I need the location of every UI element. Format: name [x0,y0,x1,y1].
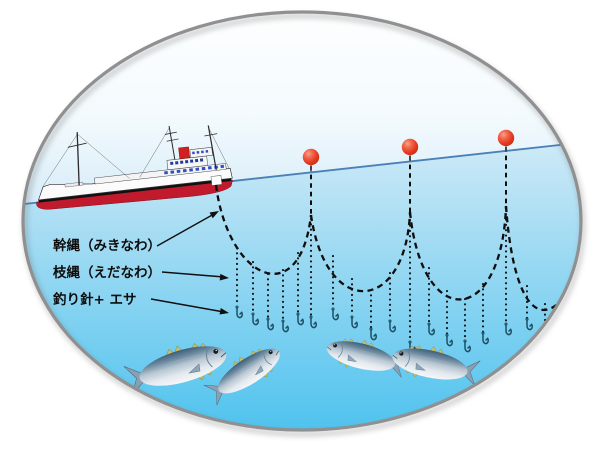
annotations: 幹縄（みきなわ） 枝縄（えだなわ） 釣り針+ エサ [52,211,229,315]
fishing-vessel [36,125,233,210]
arrow-to-branch-line [161,271,229,281]
vessel-deckhouse [94,163,227,185]
branch-line-with-hook [463,297,472,353]
label-main-line: 幹縄（みきなわ） [53,237,161,254]
oval-border [21,10,583,432]
vessel-bridge-windows [170,158,205,166]
branch-line-with-hook [309,217,318,329]
branch-line-with-hook [369,288,378,341]
vessel-masts [67,125,218,186]
vessel-hull-red [36,179,233,210]
branch-line-with-hook [408,213,417,354]
buoy-float-icon [497,129,515,147]
fish-hook-icon [560,323,569,337]
label-branch-line: 枝縄（えだなわ） [52,264,161,281]
arrow-to-main-line [156,211,219,247]
vessel-cabin-windows [192,149,211,155]
fish-hook-icon [543,327,552,341]
buoy-droplines [310,147,507,215]
branch-line-with-hook [504,207,513,336]
branch-line-with-hook [427,266,436,336]
branch-line-with-hook [350,277,359,329]
branch-line-with-hook [445,289,454,347]
buoy-float-icon [302,148,320,166]
branch-line-with-hook [266,272,275,331]
vessel-boot-stripe [38,178,232,203]
vessel-funnel [178,146,191,160]
branch-line-with-hook [281,268,290,333]
main-line [214,184,581,311]
branch-line-with-hook [525,284,534,331]
branch-line-with-hook [235,246,244,319]
branch-line-with-hook [251,260,260,326]
branch-line-with-hook [560,303,569,337]
buoy-float-icon [401,138,419,156]
vessel-rigging [42,127,230,187]
branch-line-with-hook [296,251,305,326]
branch-line-with-hook [331,254,340,321]
label-hook-bait: 釣り針+ エサ [53,291,137,308]
buoy-floats [302,129,515,172]
arrow-to-hook [150,298,229,315]
vessel-line-chute [210,175,223,186]
vessel-hull-white [37,167,233,201]
